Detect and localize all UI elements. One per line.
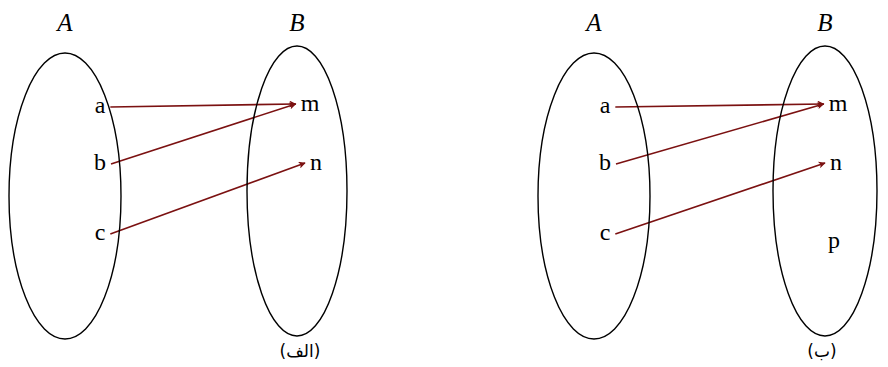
set-ellipse: Aabc	[537, 52, 651, 340]
set-ellipse: Bmnp	[772, 45, 878, 337]
element-name: a	[95, 92, 106, 118]
set-name: A	[586, 10, 601, 35]
mapping-arrow	[110, 163, 305, 234]
element-name: n	[310, 149, 322, 175]
element-name: n	[830, 149, 842, 175]
mapping-arrow	[615, 163, 825, 234]
element-name: a	[600, 92, 611, 118]
panel-label: (الف)	[280, 341, 321, 361]
ellipse-shape	[538, 53, 650, 339]
element-name: c	[600, 219, 611, 245]
panel-label: (ب)	[807, 341, 836, 361]
ellipse-outline	[246, 45, 348, 337]
set-name: B	[289, 10, 304, 35]
set-element: a	[597, 91, 614, 119]
element-name: b	[599, 149, 611, 175]
set-element: m	[298, 89, 323, 117]
element-name: m	[301, 90, 320, 116]
element-name: c	[95, 219, 106, 245]
mapping-arrow	[110, 104, 295, 107]
set-element: a	[92, 91, 109, 119]
set-element: b	[91, 148, 109, 176]
mapping-arrow	[111, 104, 296, 164]
mapping-arrow	[615, 104, 823, 107]
set-element: b	[596, 148, 614, 176]
ellipse-shape	[247, 46, 347, 336]
set-element: n	[307, 148, 325, 176]
element-name: b	[94, 149, 106, 175]
ellipse-shape	[773, 46, 877, 336]
set-element: n	[827, 148, 845, 176]
element-name: m	[829, 90, 848, 116]
set-name: B	[817, 10, 832, 35]
set-ellipse: Bmn	[246, 45, 348, 337]
element-name: p	[828, 227, 840, 253]
ellipse-outline	[537, 52, 651, 340]
ellipse-shape	[9, 53, 121, 339]
ellipse-outline	[772, 45, 878, 337]
set-element: c	[92, 218, 109, 246]
set-element: m	[826, 89, 851, 117]
set-ellipse: Aabc	[8, 52, 122, 340]
set-name: A	[57, 10, 72, 35]
set-element: p	[825, 226, 843, 254]
set-element: c	[597, 218, 614, 246]
